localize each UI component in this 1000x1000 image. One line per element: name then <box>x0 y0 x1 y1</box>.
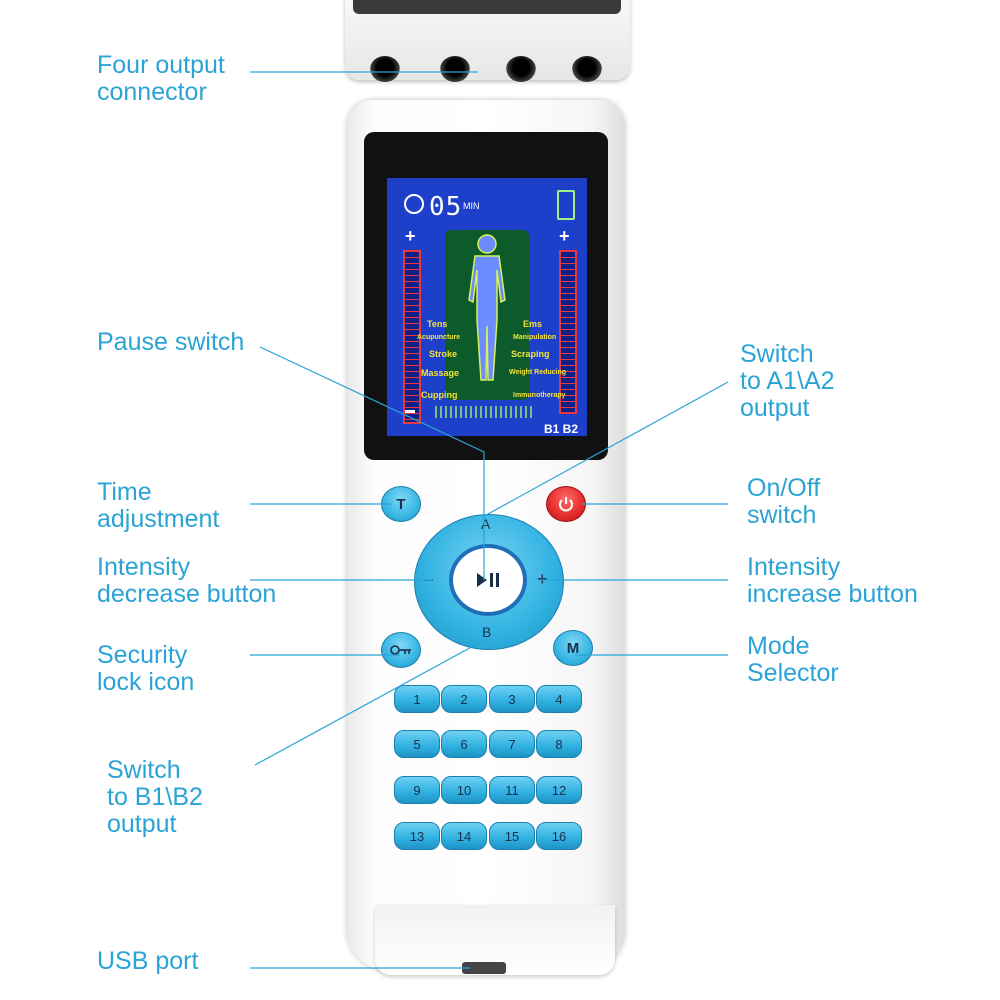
time-button[interactable]: T <box>381 486 421 522</box>
output-jack-4[interactable] <box>572 56 602 82</box>
label-usb-port: USB port <box>97 947 199 975</box>
mode-selector-button[interactable]: M <box>553 630 593 666</box>
mode-stroke: Stroke <box>429 349 458 359</box>
mode-massage: Massage <box>421 368 460 378</box>
keypad-button-9[interactable]: 9 <box>394 776 440 804</box>
key-icon <box>390 645 411 655</box>
output-jack-2[interactable] <box>440 56 470 82</box>
pause-button[interactable] <box>449 544 527 616</box>
dpad-up-a[interactable]: A <box>481 516 491 532</box>
keypad-button-4[interactable]: 4 <box>536 685 582 713</box>
keypad-button-14[interactable]: 14 <box>441 822 487 850</box>
battery-icon <box>557 190 575 220</box>
keypad-button-13[interactable]: 13 <box>394 822 440 850</box>
keypad-button-5[interactable]: 5 <box>394 730 440 758</box>
lcd-screen: 05 MIN + + Tens Acupuncture Stroke Massa… <box>387 178 587 436</box>
keypad-button-12[interactable]: 12 <box>536 776 582 804</box>
power-icon <box>559 497 573 512</box>
security-lock-button[interactable] <box>381 632 421 668</box>
left-plus: + <box>405 226 416 246</box>
clock-icon <box>404 194 424 214</box>
keypad-button-15[interactable]: 15 <box>489 822 535 850</box>
power-button[interactable] <box>546 486 586 522</box>
mode-weight-reducing: Weight Reducing <box>509 369 567 376</box>
timer-value: 05 <box>429 192 463 222</box>
mode-manipulation: Manipulation <box>513 334 557 341</box>
mode-immunotherapy: Immunotherapy <box>513 392 566 399</box>
mode-scraping: Scraping <box>511 349 550 359</box>
keypad-button-1[interactable]: 1 <box>394 685 440 713</box>
usb-port[interactable] <box>462 962 506 974</box>
mode-ems: Ems <box>523 319 543 329</box>
mode-cupping: Cupping <box>421 390 458 400</box>
output-jack-1[interactable] <box>370 56 400 82</box>
intensity-decrease-button[interactable]: − <box>423 570 434 590</box>
channel-indicator: B1 B2 <box>544 422 579 436</box>
keypad-button-2[interactable]: 2 <box>441 685 487 713</box>
intensity-increase-button[interactable]: + <box>537 569 548 589</box>
mode-tens: Tens <box>427 319 448 329</box>
keypad-button-16[interactable]: 16 <box>536 822 582 850</box>
timer-unit: MIN <box>463 201 480 211</box>
output-jack-3[interactable] <box>506 56 536 82</box>
right-plus: + <box>559 226 570 246</box>
human-body-icon <box>468 234 506 381</box>
label-pause-switch: Pause switch <box>97 328 245 356</box>
left-minus <box>405 410 415 413</box>
mode-acupuncture: Acupuncture <box>417 334 461 341</box>
keypad-button-6[interactable]: 6 <box>441 730 487 758</box>
keypad-button-8[interactable]: 8 <box>536 730 582 758</box>
keypad-button-11[interactable]: 11 <box>489 776 535 804</box>
keypad-button-7[interactable]: 7 <box>489 730 535 758</box>
dpad-down-b[interactable]: B <box>482 624 492 640</box>
play-pause-icon <box>477 573 499 587</box>
waveform-indicator <box>435 406 535 418</box>
keypad-button-3[interactable]: 3 <box>489 685 535 713</box>
intensity-bar-right <box>559 250 577 414</box>
keypad-button-10[interactable]: 10 <box>441 776 487 804</box>
